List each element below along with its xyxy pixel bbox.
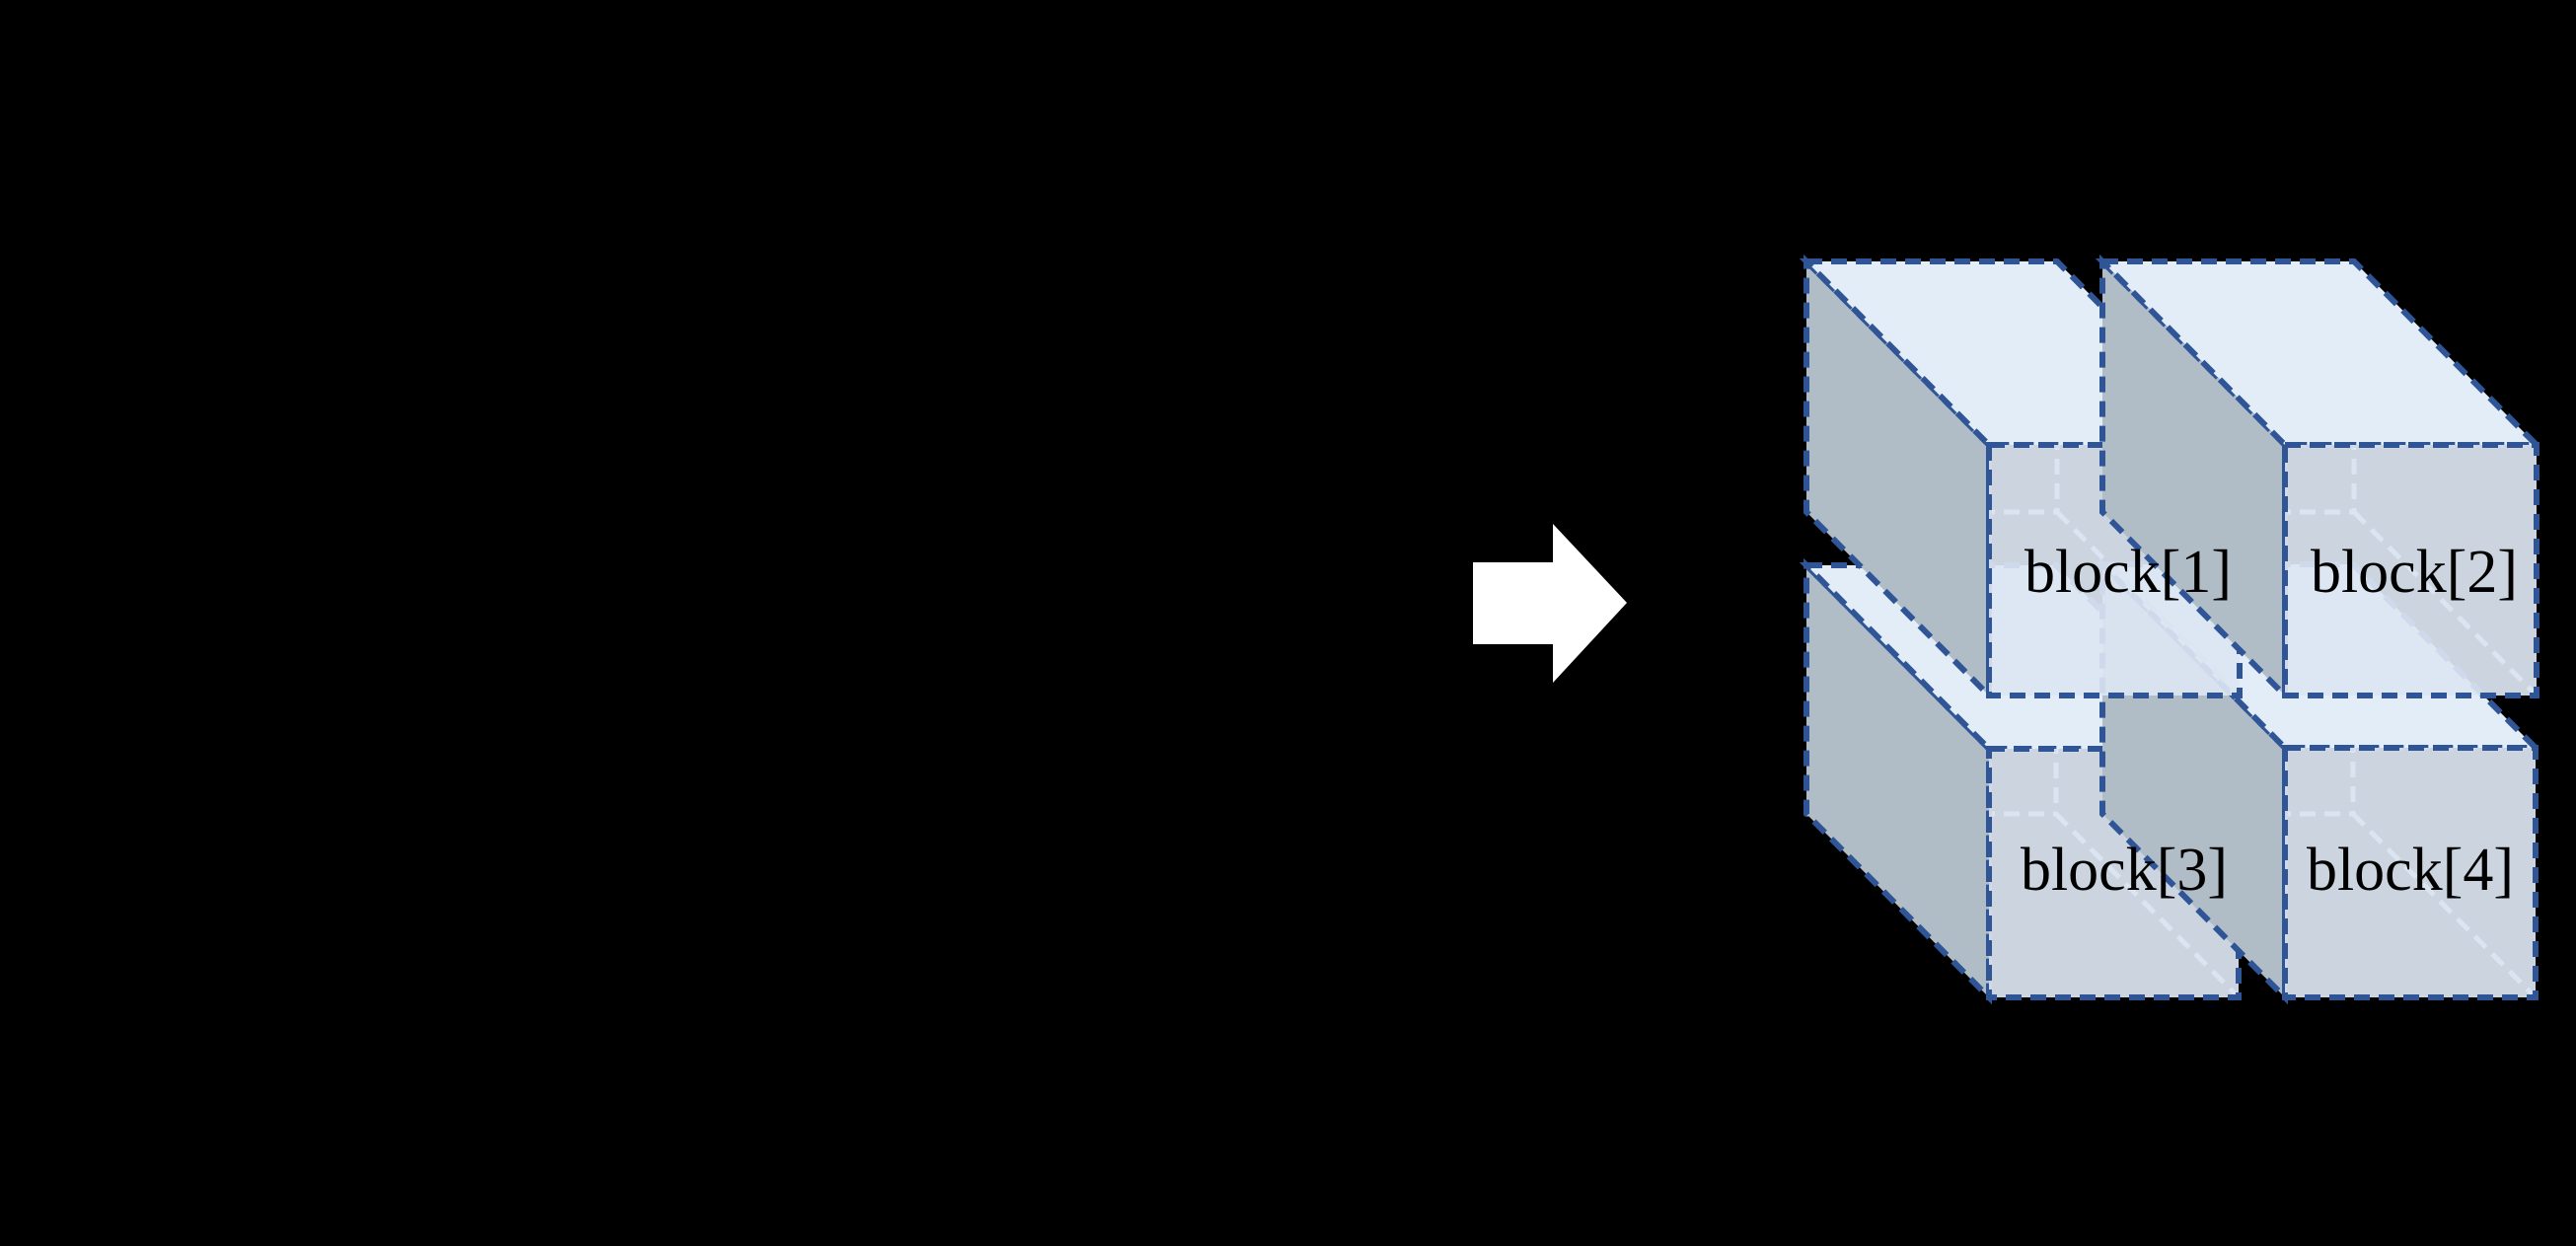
side-face bbox=[2099, 254, 2288, 703]
front-face bbox=[2282, 745, 2539, 1000]
block-label-1: block[1] bbox=[2024, 539, 2232, 606]
block-2 bbox=[2095, 254, 2544, 703]
block-grid bbox=[1799, 254, 2544, 1005]
block-label-2: block[2] bbox=[2311, 539, 2518, 606]
block-label-4: block[4] bbox=[2307, 837, 2514, 904]
top-face bbox=[2095, 258, 2544, 448]
side-face bbox=[1803, 254, 1992, 703]
block-label-3: block[3] bbox=[2021, 837, 2228, 904]
right-arrow-icon bbox=[1473, 524, 1627, 683]
front-face bbox=[2282, 442, 2539, 698]
block-labels: block[1] block[2] block[3] block[4] bbox=[2021, 539, 2518, 904]
